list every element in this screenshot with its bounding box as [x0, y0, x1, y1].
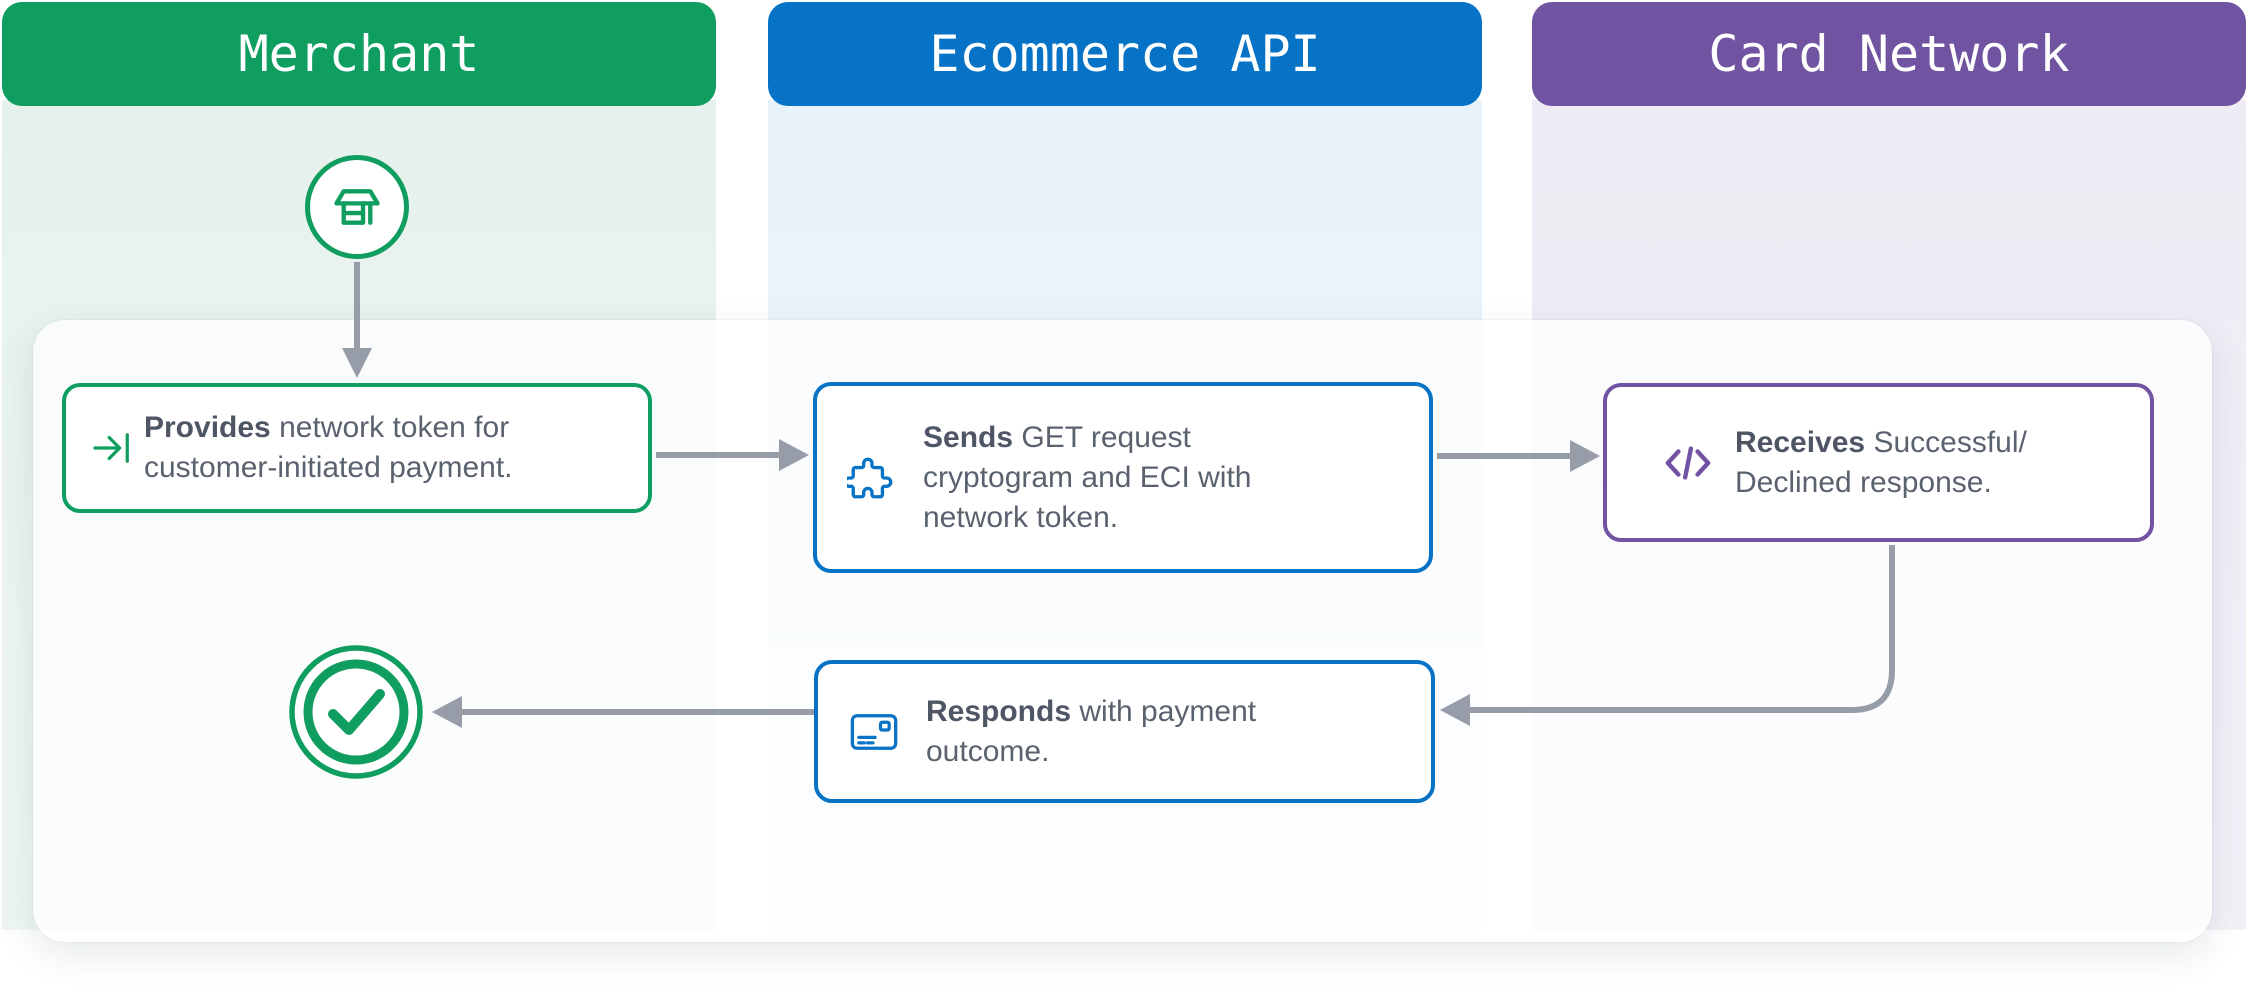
connector-receives-to-responds [1440, 545, 1895, 726]
step-lead: Responds [926, 694, 1072, 728]
credit-card-icon [850, 713, 898, 750]
connector-responds-to-check [432, 696, 814, 728]
enter-arrow-icon [93, 433, 129, 463]
step-rest: GET request cryptogram and ECI with netw… [923, 420, 1252, 534]
storefront-icon [334, 189, 380, 225]
step-provides: Provides network token for customer-init… [62, 383, 652, 513]
step-lead: Receives [1735, 425, 1866, 459]
step-sends: Sends GET request cryptogram and ECI wit… [813, 382, 1433, 573]
step-lead: Sends [923, 420, 1014, 454]
step-text: Provides network token for customer-init… [144, 408, 513, 488]
step-lead: Provides [144, 411, 271, 444]
code-icon [1665, 445, 1711, 480]
lane-header-merchant: Merchant [2, 2, 716, 106]
step-rest: Successful/ Declined response. [1735, 425, 2027, 499]
step-text: Receives Successful/ Declined response. [1735, 423, 2027, 503]
puzzle-icon [847, 457, 893, 498]
step-responds: Responds with payment outcome. [814, 660, 1435, 803]
lane-header-label: Card Network [1708, 25, 2070, 83]
connector-sends-to-receives [1437, 440, 1600, 472]
lane-header-card-network: Card Network [1532, 2, 2246, 106]
lane-header-label: Ecommerce API [929, 25, 1321, 83]
merchant-success-node [286, 642, 426, 782]
merchant-start-node [305, 155, 409, 259]
lane-header-label: Merchant [238, 25, 480, 83]
connector-provides-to-sends [656, 439, 809, 471]
step-text: Sends GET request cryptogram and ECI wit… [923, 418, 1251, 538]
check-circle-icon [289, 645, 423, 779]
step-rest: with payment outcome. [926, 694, 1257, 768]
connector-store-to-provides [342, 262, 372, 378]
step-text: Responds with payment outcome. [926, 692, 1256, 772]
step-receives: Receives Successful/ Declined response. [1603, 383, 2154, 542]
step-rest: network token for customer-initiated pay… [144, 411, 513, 484]
lane-header-ecommerce-api: Ecommerce API [768, 2, 1482, 106]
